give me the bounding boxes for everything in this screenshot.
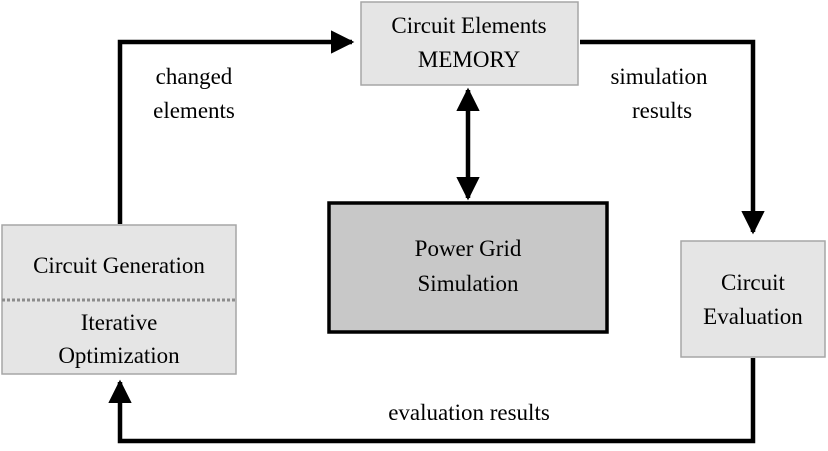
node-generation-top: Circuit Generation xyxy=(33,253,205,278)
label-simulation-results-line2: results xyxy=(632,98,692,123)
label-simulation-results-line1: simulation xyxy=(610,64,708,89)
node-evaluation-line1: Circuit xyxy=(721,270,785,295)
edge-generation-to-memory xyxy=(117,30,355,224)
label-changed-elements-line2: elements xyxy=(153,98,235,123)
node-memory-line1: Circuit Elements xyxy=(391,13,546,38)
node-generation-bottom-line2: Optimization xyxy=(58,343,180,368)
node-memory-line2: MEMORY xyxy=(418,47,521,72)
node-circuit-generation: Circuit Generation Iterative Optimizatio… xyxy=(1,224,237,375)
label-changed-elements-line1: changed xyxy=(156,64,233,89)
edge-memory-to-evaluation xyxy=(580,39,765,235)
node-circuit-evaluation: Circuit Evaluation xyxy=(680,240,826,358)
node-simulation-line1: Power Grid xyxy=(415,236,522,261)
edge-evaluation-to-generation xyxy=(108,358,756,444)
node-evaluation-line2: Evaluation xyxy=(703,304,803,329)
node-circuit-elements-memory: Circuit Elements MEMORY xyxy=(360,1,579,86)
label-evaluation-results: evaluation results xyxy=(388,400,550,425)
node-generation-bottom-line1: Iterative xyxy=(81,310,158,335)
node-power-grid-simulation: Power Grid Simulation xyxy=(327,201,609,334)
node-simulation-line2: Simulation xyxy=(418,271,519,296)
